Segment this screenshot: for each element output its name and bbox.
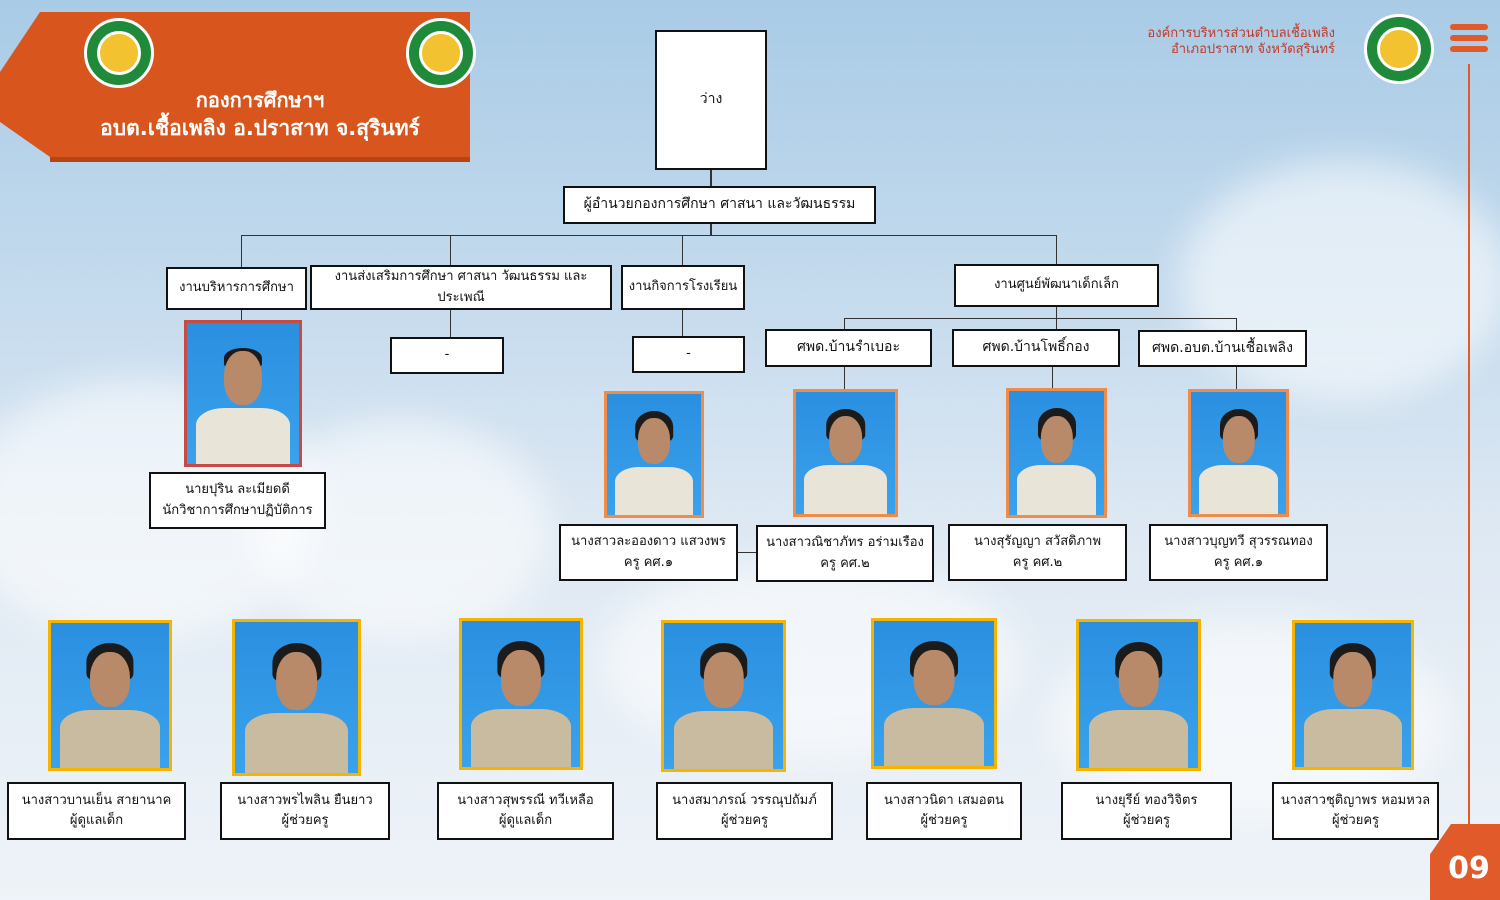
person-name: นางสาวบานเย็น สายานาค	[21, 792, 172, 808]
connector	[1236, 318, 1237, 330]
person-role: ผู้ดูแลเด็ก	[498, 813, 553, 828]
section-admin: งานบริหารการศึกษา	[166, 267, 307, 310]
connector	[844, 366, 845, 391]
person-name: นางสาวบุญทวี สุวรรณทอง	[1164, 534, 1313, 550]
person-name: นางสมาภรณ์ วรรณุปถัมภ์	[672, 792, 817, 808]
page-subtitle: อบต.เชื้อเพลิง อ.ปราสาท จ.สุรินทร์	[100, 116, 420, 140]
person-card-staff-2: นางสาวพรไพลิน ยืนยาว ผู้ช่วยครู	[220, 782, 390, 840]
person-role: ผู้ดูแลเด็ก	[69, 813, 124, 828]
person-role: ผู้ช่วยครู	[920, 813, 968, 828]
person-name: นางสาวพรไพลิน ยืนยาว	[237, 792, 373, 808]
person-name: นางยุรีย์ ทองวิจิตร	[1095, 792, 1198, 808]
connector	[736, 552, 758, 553]
photo-staff	[459, 618, 583, 770]
connector	[710, 169, 712, 188]
person-card-staff-6: นางยุรีย์ ทองวิจิตร ผู้ช่วยครู	[1061, 782, 1232, 840]
org-line-2: อำเภอปราสาท จังหวัดสุรินทร์	[1170, 42, 1335, 57]
org-name: องค์การบริหารส่วนตำบลเชื้อเพลิง อำเภอปรา…	[1147, 26, 1335, 58]
connector	[682, 310, 683, 337]
person-role: ครู คศ.๑	[1213, 554, 1264, 570]
person-name: นางสุรัญญา สวัสดิภาพ	[973, 534, 1102, 550]
logo-icon	[406, 18, 476, 88]
page-number: 09	[1430, 824, 1500, 900]
person-card-teacher-2: นางสาวณิชาภัทร อร่ามเรือง ครู คศ.๒	[756, 525, 934, 582]
person-name: นางสาวชุติญาพร หอมหวล	[1280, 792, 1431, 808]
logo-icon	[1364, 14, 1434, 84]
person-name: นายปุริน ละเมียดดี	[185, 482, 290, 498]
director-box: ผู้อำนวยกองการศึกษา ศาสนา และวัฒนธรรม	[563, 186, 876, 224]
photo-teacher	[1006, 388, 1107, 518]
connector	[682, 235, 683, 266]
photo-staff	[232, 619, 361, 776]
connector	[450, 235, 451, 266]
header-banner: กองการศึกษาฯ อบต.เชื้อเพลิง อ.ปราสาท จ.ส…	[0, 12, 478, 162]
photo-teacher	[604, 391, 704, 518]
side-divider	[1468, 64, 1470, 834]
section-promotion: งานส่งเสริมการศึกษา ศาสนา วัฒนธรรม และปร…	[310, 265, 612, 310]
photo-staff	[661, 620, 786, 772]
person-role: ครู คศ.๒	[820, 555, 870, 571]
photo-staff	[1292, 620, 1414, 770]
connector	[710, 223, 712, 235]
center-chueaphloeng: ศพด.อบต.บ้านเชื้อเพลิง	[1138, 330, 1307, 367]
center-phokong: ศพด.บ้านโพธิ์กอง	[952, 329, 1120, 367]
connector	[1236, 366, 1237, 391]
person-card-staff-4: นางสมาภรณ์ วรรณุปถัมภ์ ผู้ช่วยครู	[656, 782, 833, 840]
person-name: นางสาวณิชาภัทร อร่ามเรือง	[766, 535, 924, 551]
connector	[844, 318, 845, 330]
photo-teacher	[793, 389, 898, 517]
person-role: ครู คศ.๒	[1012, 554, 1063, 570]
person-card-teacher-1: นางสาวละอองดาว แสวงพร ครู คศ.๑	[559, 524, 738, 581]
connector	[1056, 235, 1057, 265]
center-rambeo: ศพด.บ้านรำเบอะ	[765, 329, 932, 367]
person-card-teacher-4: นางสาวบุญทวี สุวรรณทอง ครู คศ.๑	[1149, 524, 1328, 581]
person-role: ผู้ช่วยครู	[281, 813, 329, 828]
person-card-admin: นายปุริน ละเมียดดี นักวิชาการศึกษาปฏิบัต…	[149, 472, 326, 529]
person-role: ครู คศ.๑	[623, 554, 674, 570]
menu-icon[interactable]	[1450, 24, 1488, 54]
connector	[844, 318, 1237, 319]
person-card-staff-7: นางสาวชุติญาพร หอมหวล ผู้ช่วยครู	[1272, 782, 1439, 840]
person-name: นางสาวละอองดาว แสวงพร	[571, 534, 726, 550]
person-card-staff-3: นางสาวสุพรรณี ทวีเหลือ ผู้ดูแลเด็ก	[437, 782, 614, 840]
person-card-teacher-3: นางสุรัญญา สวัสดิภาพ ครู คศ.๒	[948, 524, 1127, 581]
photo-staff	[1076, 619, 1201, 771]
page-title: กองการศึกษาฯ	[195, 88, 325, 112]
person-card-staff-1: นางสาวบานเย็น สายานาค ผู้ดูแลเด็ก	[7, 782, 186, 840]
photo-teacher	[1188, 389, 1289, 517]
org-line-1: องค์การบริหารส่วนตำบลเชื้อเพลิง	[1147, 26, 1335, 41]
connector	[450, 310, 451, 338]
photo-staff	[48, 620, 172, 771]
person-name: นางสาวสุพรรณี ทวีเหลือ	[457, 792, 594, 808]
photo-admin	[184, 320, 302, 467]
photo-staff	[871, 618, 997, 769]
connector	[1052, 366, 1053, 390]
empty-promotion-box: -	[390, 337, 504, 374]
section-school: งานกิจการโรงเรียน	[621, 265, 745, 310]
vacant-position-box: ว่าง	[655, 30, 767, 170]
empty-school-box: -	[632, 336, 745, 373]
person-role: ผู้ช่วยครู	[1331, 813, 1380, 828]
person-role: ผู้ช่วยครู	[1122, 813, 1171, 828]
section-child-center: งานศูนย์พัฒนาเด็กเล็ก	[954, 264, 1159, 307]
connector	[241, 235, 242, 268]
logo-icon	[84, 18, 154, 88]
person-role: ผู้ช่วยครู	[720, 813, 769, 828]
connector	[241, 310, 242, 322]
person-card-staff-5: นางสาวนิดา เสมอตน ผู้ช่วยครู	[866, 782, 1022, 840]
connector	[241, 235, 1057, 236]
person-name: นางสาวนิดา เสมอตน	[884, 792, 1004, 808]
person-role: นักวิชาการศึกษาปฏิบัติการ	[162, 502, 313, 518]
